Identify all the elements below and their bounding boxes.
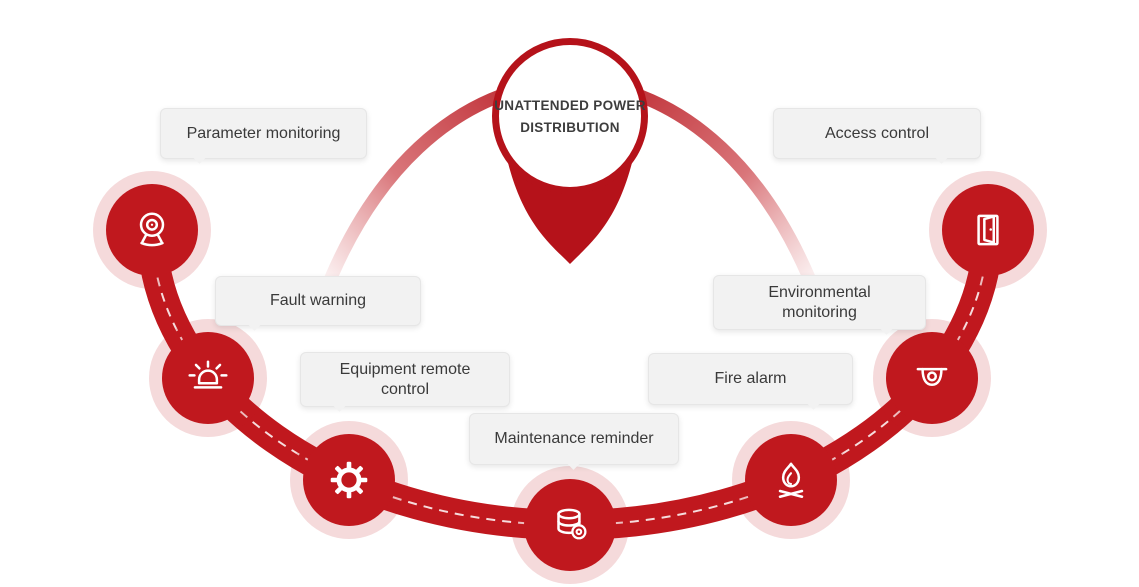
label-text: Environmental monitoring (768, 283, 871, 321)
node-halo (929, 171, 1047, 289)
siren-icon (188, 360, 228, 389)
center-hub: UNATTENDED POWER DISTRIBUTION (492, 38, 648, 194)
node-disc (886, 332, 978, 424)
node-halo (149, 319, 267, 437)
node-access-control (929, 171, 1047, 289)
node-maintenance-reminder (511, 466, 629, 584)
node-halo (873, 319, 991, 437)
bonfire-icon (778, 462, 804, 498)
label-access-control: Access control (773, 108, 981, 159)
node-fire-alarm (732, 421, 850, 539)
label-fire-alarm: Fire alarm (648, 353, 853, 405)
label-maintenance-reminder: Maintenance reminder (469, 413, 679, 465)
hub-title-line1: UNATTENDED POWER (494, 97, 646, 113)
label-text: Fire alarm (714, 370, 787, 387)
node-disc (942, 184, 1034, 276)
label-text: Equipment remote control (339, 360, 471, 398)
label-equipment-remote-control: Equipment remote control (300, 352, 510, 407)
node-parameter-monitoring (93, 171, 211, 289)
node-environmental-monitoring (873, 319, 991, 437)
node-halo (732, 421, 850, 539)
node-disc (524, 479, 616, 571)
node-disc (303, 434, 395, 526)
node-halo (511, 466, 629, 584)
node-halo (290, 421, 408, 539)
node-fault-warning (149, 319, 267, 437)
node-disc (745, 434, 837, 526)
node-disc (106, 184, 198, 276)
dome-camera-icon (916, 367, 948, 387)
database-icon (557, 508, 587, 540)
label-fault-warning: Fault warning (215, 276, 421, 326)
label-text: Access control (824, 124, 930, 142)
node-disc (162, 332, 254, 424)
gear-icon (330, 461, 368, 499)
node-equipment-remote-control (290, 421, 408, 539)
open-door-icon (977, 214, 999, 246)
label-parameter-monitoring: Parameter monitoring (160, 108, 367, 159)
label-text: Fault warning (269, 292, 367, 309)
webcam-icon (139, 212, 165, 247)
hub-title-line2: DISTRIBUTION (520, 119, 620, 135)
node-halo (93, 171, 211, 289)
label-text: Parameter monitoring (186, 124, 341, 142)
label-text: Maintenance reminder (494, 430, 654, 447)
label-environmental-monitoring: Environmental monitoring (713, 275, 926, 330)
